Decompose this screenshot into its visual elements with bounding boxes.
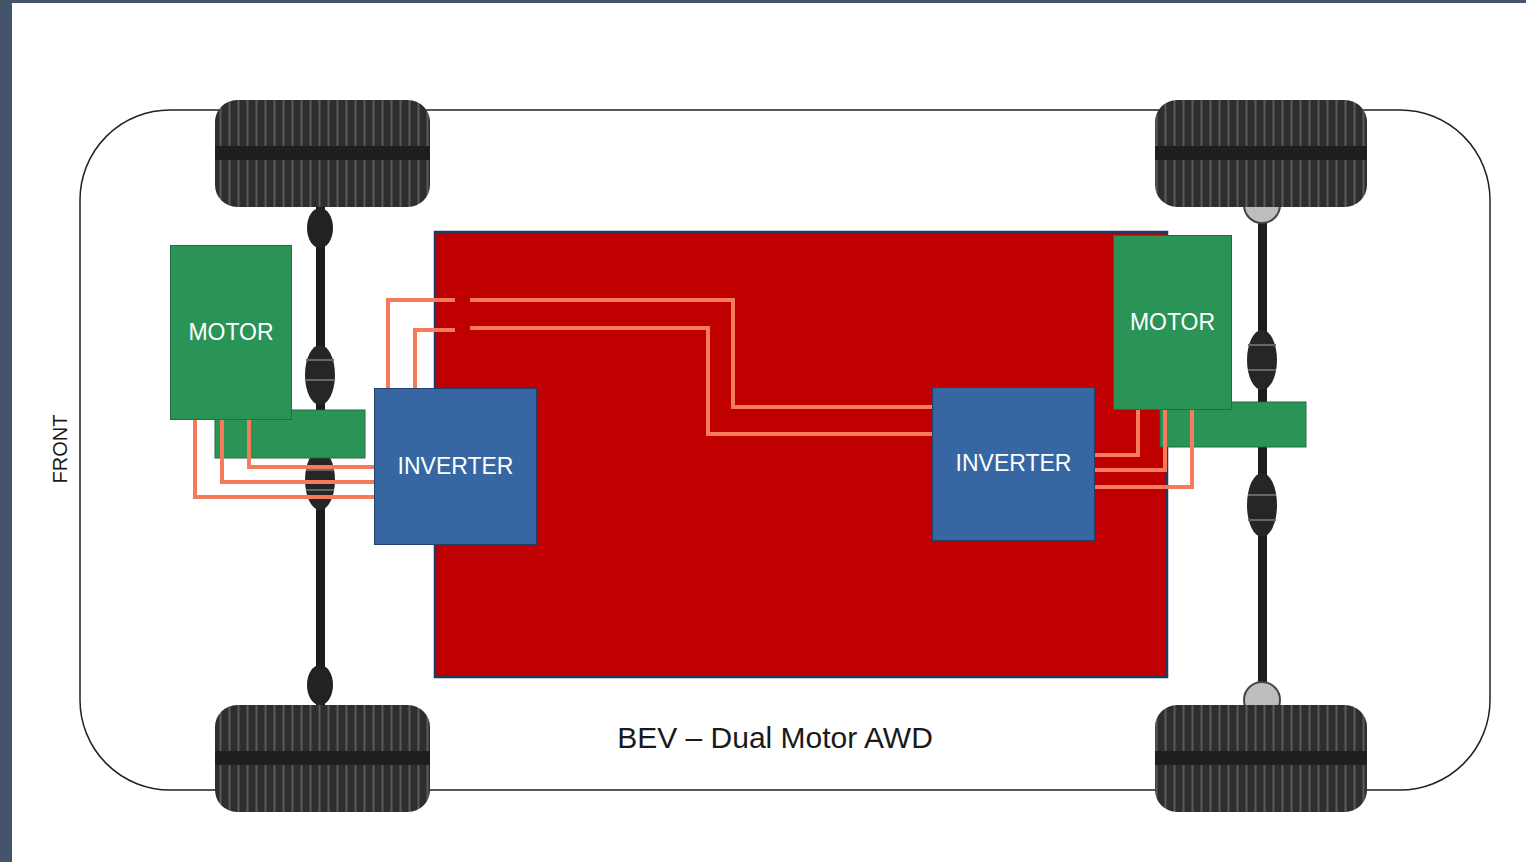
phase-wire bbox=[1095, 410, 1165, 470]
frame-strip bbox=[0, 0, 1526, 3]
phase-wire bbox=[222, 420, 374, 482]
frame-strip bbox=[0, 0, 12, 862]
motor-box: MOTOR bbox=[170, 245, 292, 420]
component-label: MOTOR bbox=[1130, 309, 1215, 337]
motor-box: MOTOR bbox=[1113, 235, 1232, 410]
tyre bbox=[1155, 100, 1367, 207]
tyre bbox=[215, 100, 430, 207]
component-label: MOTOR bbox=[188, 319, 273, 347]
phase-wires bbox=[195, 420, 374, 497]
component-label: INVERTER bbox=[398, 453, 514, 481]
phase-wires bbox=[1095, 410, 1192, 487]
phase-wire bbox=[195, 420, 374, 497]
diagram-title: BEV – Dual Motor AWD bbox=[555, 721, 995, 755]
tyre bbox=[215, 705, 430, 812]
rear-axle bbox=[1244, 187, 1280, 718]
component-label: INVERTER bbox=[956, 450, 1072, 478]
orientation-label: FRONT bbox=[47, 399, 73, 499]
inverter-box: INVERTER bbox=[932, 387, 1095, 541]
phase-wire bbox=[1095, 410, 1138, 455]
inverter-box: INVERTER bbox=[374, 388, 537, 545]
tyre bbox=[1155, 705, 1367, 812]
battery-pack bbox=[435, 232, 1167, 677]
phase-wire bbox=[249, 420, 374, 467]
phase-wire bbox=[1095, 410, 1192, 487]
car-outline bbox=[80, 110, 1490, 790]
